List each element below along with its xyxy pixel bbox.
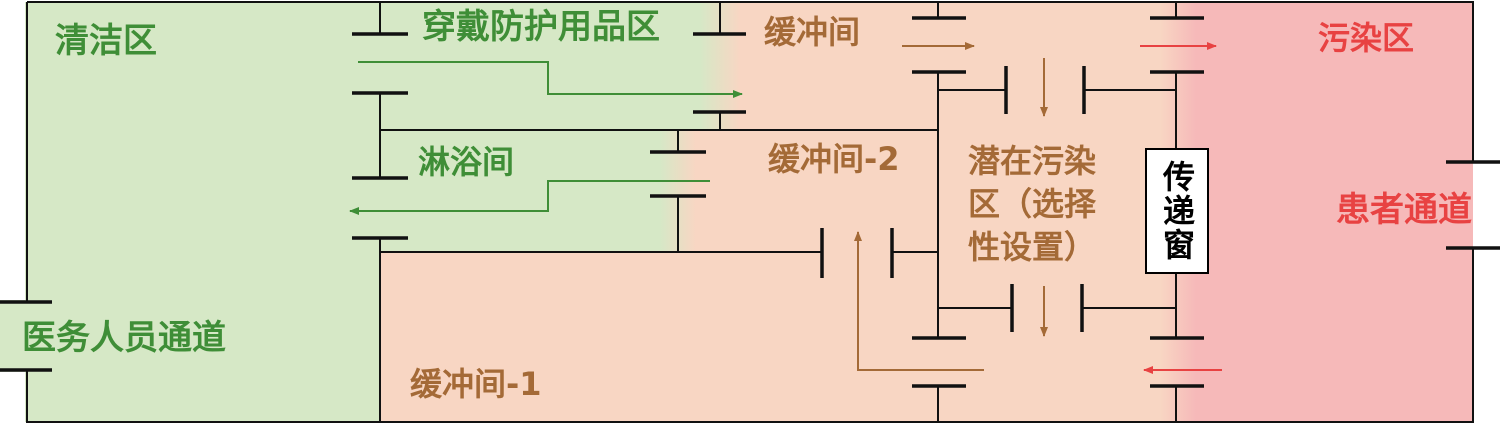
ppe-zone-label: 穿戴防护用品区 — [422, 7, 660, 47]
flow-arrows — [349, 42, 1222, 374]
arrow-buffer1-to-buffer2 — [854, 231, 984, 371]
arrow-buffer2-to-clean — [349, 180, 710, 215]
ppe-zone-area — [380, 2, 720, 130]
buffer-top-area — [720, 2, 938, 130]
shower-area — [380, 130, 678, 252]
potential-contaminated-line-2: 区（选择 — [968, 185, 1097, 224]
contaminated-zone-label: 污染区 — [1318, 19, 1415, 57]
potential-contaminated-line-1: 潜在污染 — [968, 142, 1097, 180]
staff-channel-area — [0, 300, 27, 372]
potential-contaminated-area — [938, 2, 1176, 422]
buffer-1-area — [380, 252, 938, 422]
buffer-2-area — [678, 130, 938, 252]
shower-label: 淋浴间 — [418, 143, 515, 181]
potential-contaminated-label: 潜在污染 区（选择 性设置） — [968, 140, 1096, 270]
staff-channel-label: 医务人员通道 — [22, 318, 226, 358]
patient-channel-label: 患者通道 — [1336, 190, 1472, 230]
clean-zone-label: 清洁区 — [55, 21, 157, 61]
contaminated-zone-area — [1176, 2, 1473, 422]
potential-contaminated-line-3: 性设置） — [968, 228, 1097, 267]
pass-window: 传递窗 — [1145, 148, 1209, 274]
walls — [26, 1, 1474, 423]
arrow-clean-to-ppe — [358, 61, 743, 98]
clean-zone-area — [25, 2, 380, 422]
buffer-2-label: 缓冲间-2 — [768, 140, 900, 178]
buffer-1-label: 缓冲间-1 — [410, 365, 542, 403]
buffer-label: 缓冲间 — [764, 13, 861, 51]
pass-window-label: 传递窗 — [1158, 160, 1196, 262]
doors — [0, 16, 1500, 388]
